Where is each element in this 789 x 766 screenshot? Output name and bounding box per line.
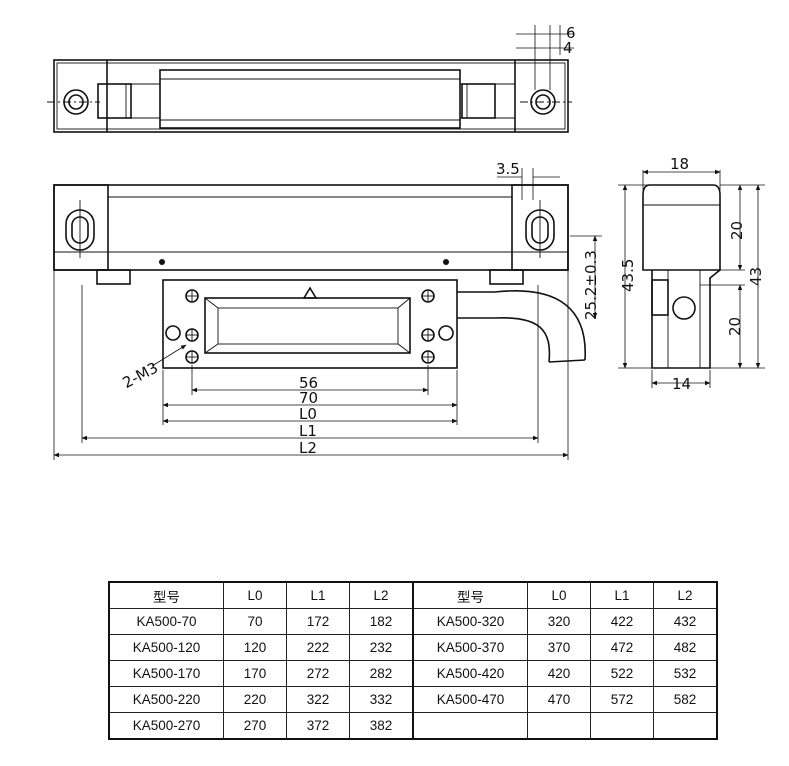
table-cell: 522 bbox=[590, 660, 654, 687]
dim-14: 14 bbox=[672, 375, 691, 393]
technical-drawing: 6 4 bbox=[47, 24, 765, 460]
dim-L1: L1 bbox=[299, 422, 317, 440]
header-model: 型号 bbox=[412, 581, 528, 609]
header-L2: L2 bbox=[653, 581, 718, 609]
table-cell: KA500-320 bbox=[412, 608, 528, 635]
table-cell: KA500-470 bbox=[412, 686, 528, 713]
table-cell: 382 bbox=[349, 712, 414, 740]
table-cell: 582 bbox=[653, 686, 718, 713]
table-row: KA500-270 270 372 382 bbox=[108, 712, 718, 740]
dim-56: 56 bbox=[299, 374, 318, 392]
table-cell: 70 bbox=[223, 608, 287, 635]
screw bbox=[421, 328, 435, 342]
table-row: KA500-70 70 172 182 KA500-320 320 422 43… bbox=[108, 608, 718, 635]
dim-70: 70 bbox=[299, 389, 318, 407]
table-cell bbox=[590, 712, 654, 740]
header-L1: L1 bbox=[286, 581, 350, 609]
cable bbox=[457, 290, 586, 363]
table-cell bbox=[412, 712, 528, 740]
dim-43: 43 bbox=[747, 267, 765, 286]
dim-6: 6 bbox=[566, 24, 576, 42]
table-cell: 120 bbox=[223, 634, 287, 661]
table-cell: 572 bbox=[590, 686, 654, 713]
screw bbox=[421, 289, 435, 303]
header-L1: L1 bbox=[590, 581, 654, 609]
dim-20-lower: 20 bbox=[726, 317, 744, 336]
table-cell: 232 bbox=[349, 634, 414, 661]
table-cell: 470 bbox=[527, 686, 591, 713]
table-cell: 332 bbox=[349, 686, 414, 713]
table-cell: 532 bbox=[653, 660, 718, 687]
table-cell: 172 bbox=[286, 608, 350, 635]
screw bbox=[421, 350, 435, 364]
header-L0: L0 bbox=[527, 581, 591, 609]
table-cell: 320 bbox=[527, 608, 591, 635]
table-cell: 170 bbox=[223, 660, 287, 687]
table-header-row: 型号 L0 L1 L2 型号 L0 L1 L2 bbox=[108, 581, 718, 609]
table-cell: KA500-420 bbox=[412, 660, 528, 687]
screw bbox=[185, 289, 199, 303]
table-cell: 322 bbox=[286, 686, 350, 713]
table-cell: 420 bbox=[527, 660, 591, 687]
screw-callout: 2-M3 bbox=[120, 359, 162, 392]
table-cell bbox=[653, 712, 718, 740]
dim-18: 18 bbox=[670, 155, 689, 173]
dim-43-5: 43.5 bbox=[619, 259, 637, 292]
table-row: KA500-170 170 272 282 KA500-420 420 522 … bbox=[108, 660, 718, 687]
table-cell bbox=[527, 712, 591, 740]
table-cell: 372 bbox=[286, 712, 350, 740]
dim-25-2: 25.2±0.3 bbox=[582, 250, 600, 320]
header-L0: L0 bbox=[223, 581, 287, 609]
table-row: KA500-120 120 222 232 KA500-370 370 472 … bbox=[108, 634, 718, 661]
dim-L2: L2 bbox=[299, 439, 317, 457]
table-cell: 432 bbox=[653, 608, 718, 635]
table-cell: KA500-120 bbox=[108, 634, 224, 661]
dim-L0: L0 bbox=[299, 405, 317, 423]
dim-20-upper: 20 bbox=[728, 221, 746, 240]
screw bbox=[185, 328, 199, 342]
table-cell: 272 bbox=[286, 660, 350, 687]
table-cell: 482 bbox=[653, 634, 718, 661]
table-cell: 370 bbox=[527, 634, 591, 661]
table-cell: KA500-220 bbox=[108, 686, 224, 713]
side-hole bbox=[672, 296, 696, 320]
table-cell: KA500-370 bbox=[412, 634, 528, 661]
header-L2: L2 bbox=[349, 581, 414, 609]
front-view: 2-M3 3.5 25.2±0.3 56 70 L0 L1 L2 bbox=[53, 160, 602, 460]
table-cell: 182 bbox=[349, 608, 414, 635]
top-view: 6 4 bbox=[47, 24, 576, 133]
spec-table: 型号 L0 L1 L2 型号 L0 L1 L2 KA500-70 70 172 … bbox=[108, 581, 718, 740]
table-row: KA500-220 220 322 332 KA500-470 470 572 … bbox=[108, 686, 718, 713]
table-cell: KA500-70 bbox=[108, 608, 224, 635]
dim-3-5: 3.5 bbox=[496, 160, 520, 178]
header-model: 型号 bbox=[108, 581, 224, 609]
table-cell: 270 bbox=[223, 712, 287, 740]
table-cell: 220 bbox=[223, 686, 287, 713]
table-cell: KA500-270 bbox=[108, 712, 224, 740]
table-cell: 422 bbox=[590, 608, 654, 635]
table-cell: 282 bbox=[349, 660, 414, 687]
table-cell: 472 bbox=[590, 634, 654, 661]
table-cell: 222 bbox=[286, 634, 350, 661]
side-view: 18 43.5 20 43 20 14 bbox=[618, 155, 765, 393]
dim-4: 4 bbox=[563, 39, 573, 57]
screw bbox=[185, 350, 199, 364]
table-cell: KA500-170 bbox=[108, 660, 224, 687]
